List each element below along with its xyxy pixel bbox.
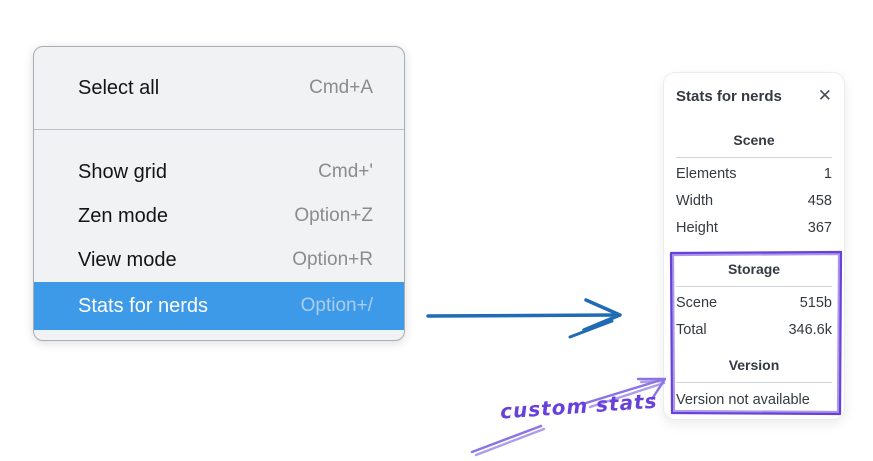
menu-separator bbox=[34, 129, 404, 130]
section-divider bbox=[676, 382, 832, 383]
context-menu: Select all Cmd+A Show grid Cmd+' Zen mod… bbox=[33, 46, 405, 341]
menu-item-shortcut: Cmd+A bbox=[309, 77, 373, 98]
menu-group-top: Select all Cmd+A bbox=[34, 47, 404, 129]
stat-label: Elements bbox=[676, 166, 737, 182]
stat-value: 367 bbox=[807, 220, 832, 236]
stat-label: Scene bbox=[676, 295, 718, 311]
stat-value: 1 bbox=[823, 166, 832, 182]
menu-item-label: Zen mode bbox=[78, 204, 169, 227]
close-icon[interactable]: ✕ bbox=[817, 85, 832, 106]
menu-item-view-mode[interactable]: View mode Option+R bbox=[34, 238, 404, 282]
stat-row-elements: Elements 1 bbox=[676, 161, 832, 188]
menu-item-show-grid[interactable]: Show grid Cmd+' bbox=[34, 150, 404, 194]
section-heading-storage: Storage bbox=[727, 261, 781, 277]
menu-to-panel-arrow bbox=[426, 298, 622, 339]
stat-label: Height bbox=[676, 220, 718, 236]
menu-item-shortcut: Option+R bbox=[292, 249, 373, 270]
stat-row-height: Height 367 bbox=[676, 215, 832, 242]
stats-panel-title: Stats for nerds bbox=[676, 87, 782, 105]
stat-value: 346.6k bbox=[788, 322, 832, 338]
menu-item-label: View mode bbox=[78, 248, 177, 271]
menu-item-shortcut: Option+/ bbox=[300, 295, 373, 316]
stat-value: 458 bbox=[807, 193, 832, 209]
stat-value: 515b bbox=[799, 295, 832, 311]
menu-item-label: Select all bbox=[78, 76, 160, 99]
section-heading-scene: Scene bbox=[733, 132, 775, 148]
version-note: Version not available bbox=[676, 392, 810, 408]
stat-row-scene-storage: Scene 515b bbox=[676, 290, 832, 317]
section-heading-version: Version bbox=[728, 357, 780, 373]
section-divider bbox=[676, 286, 832, 287]
stats-panel-header: Stats for nerds ✕ bbox=[676, 85, 832, 107]
annotation-custom-stats: custom stats bbox=[499, 388, 659, 424]
storage-rows: Scene 515b Total 346.6k bbox=[676, 290, 832, 344]
stat-row-width: Width 458 bbox=[676, 188, 832, 215]
stat-row-total-storage: Total 346.6k bbox=[676, 317, 832, 344]
menu-item-shortcut: Cmd+' bbox=[318, 161, 373, 182]
menu-item-shortcut: Option+Z bbox=[294, 205, 373, 226]
menu-item-label: Stats for nerds bbox=[78, 294, 209, 317]
stats-panel: Stats for nerds ✕ Scene Elements 1 Width… bbox=[663, 72, 845, 420]
menu-item-select-all[interactable]: Select all Cmd+A bbox=[34, 63, 404, 113]
menu-item-label: Show grid bbox=[78, 160, 167, 183]
stat-label: Total bbox=[676, 322, 707, 338]
section-divider bbox=[676, 157, 832, 158]
stat-label: Width bbox=[676, 193, 714, 209]
scene-rows: Elements 1 Width 458 Height 367 bbox=[676, 161, 832, 242]
menu-item-stats-for-nerds[interactable]: Stats for nerds Option+/ bbox=[34, 282, 404, 330]
menu-item-zen-mode[interactable]: Zen mode Option+Z bbox=[34, 194, 404, 238]
menu-group-bottom: Show grid Cmd+' Zen mode Option+Z View m… bbox=[34, 130, 404, 340]
